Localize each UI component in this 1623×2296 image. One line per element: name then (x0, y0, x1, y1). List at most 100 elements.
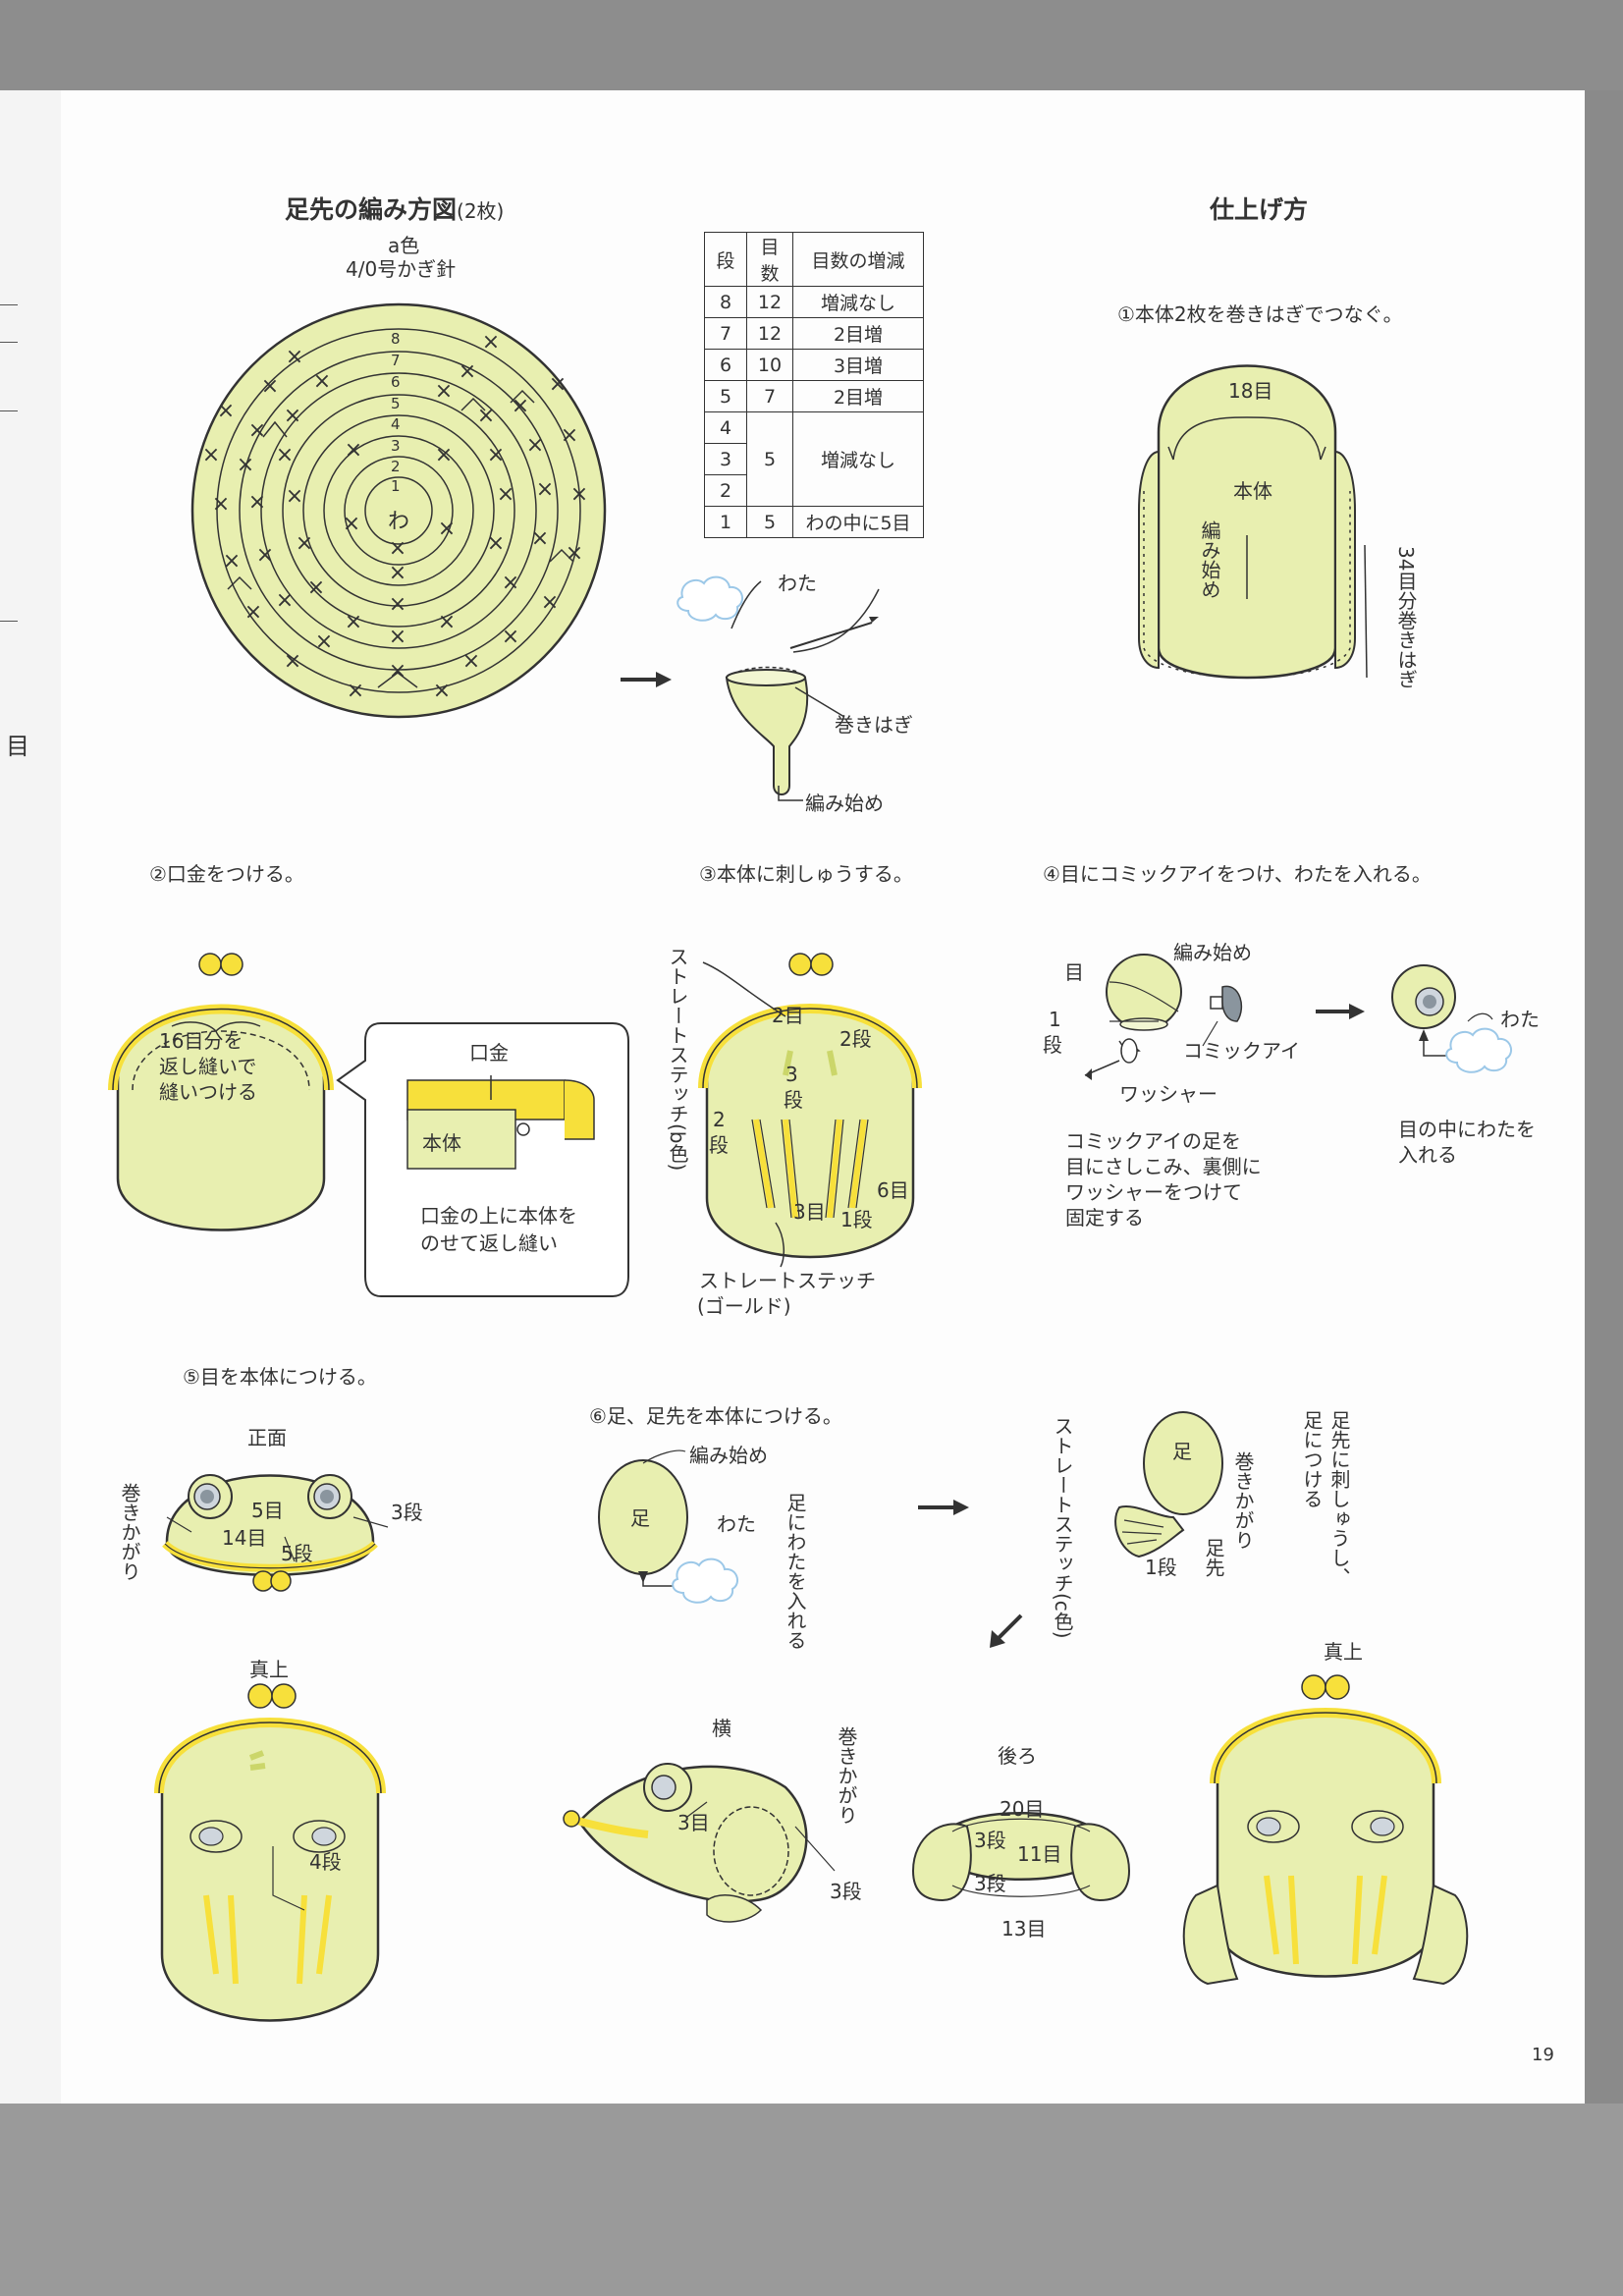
leg-start-label: 編み始め (689, 1444, 768, 1467)
embroidery-2dan-b-label: 段 (709, 1133, 729, 1157)
step4-desc2-line: 目の中にわたを (1398, 1118, 1536, 1141)
step4-desc2-line: 入れる (1398, 1143, 1457, 1167)
back-view-illustration (911, 1812, 1131, 1902)
step4-desc-line: ワッシャーをつけて (1065, 1180, 1242, 1204)
table-cell: 3 (704, 443, 747, 475)
top-label: 真上 (249, 1658, 289, 1681)
eye-start-label: 編み始め (1173, 941, 1252, 964)
step6-embroider-line: 足先に刺しゅうし、 (1327, 1410, 1351, 1587)
round-label: 3 (391, 437, 401, 455)
embroidery-illustration (698, 953, 922, 1268)
table-cell: 5 (704, 380, 747, 412)
back-13me-label: 13目 (1001, 1917, 1047, 1941)
svg-text:×: × (284, 649, 301, 674)
crochet-chart: ××× ××× ××× ××× ××× ××× ××× ××× ××× ××× … (190, 302, 607, 719)
table-cell: 7 (704, 317, 747, 350)
step2-title: ②口金をつける。 (149, 862, 304, 886)
step2-note-line: 返し縫いで (159, 1055, 257, 1078)
back-3dan-a-label: 3段 (974, 1829, 1006, 1852)
step2-caption-line: のせて返し縫い (420, 1231, 558, 1255)
front-label: 正面 (247, 1426, 287, 1449)
svg-text:×: × (284, 404, 301, 428)
svg-text:×: × (561, 423, 578, 448)
embroidery-2dan-b-label: 2 (713, 1108, 726, 1131)
embroidery-6me-label: 6目 (877, 1178, 909, 1202)
stitch-c-label: ストレートステッチ(c色) (1051, 1416, 1074, 1639)
washer-label: ワッシャー (1119, 1082, 1217, 1106)
chart-color: a色 (388, 234, 420, 257)
side-makikagari-label: 巻きかがり (835, 1726, 858, 1825)
comic-eye-illustration (1084, 954, 1513, 1080)
svg-text:×: × (248, 490, 266, 515)
table-row: 4 5 増減なし (704, 411, 924, 507)
round-label: 1 (391, 477, 401, 495)
chart-center-label: わ (388, 510, 409, 534)
scan-top-border (0, 0, 1623, 90)
svg-text:×: × (347, 679, 364, 703)
table-cell: 5 (746, 411, 793, 507)
round-count-table: 段 目数 目数の増減 8 12 増減なし 7 12 2目増 6 10 3目増 5… (704, 232, 924, 538)
svg-text:×: × (438, 610, 456, 634)
back-3dan-b-label: 3段 (974, 1872, 1006, 1895)
front-5me-label: 5目 (251, 1499, 284, 1522)
round-labels: 1 2 3 4 5 6 7 8 (391, 330, 401, 495)
svg-text:×: × (202, 443, 220, 467)
chart-title-text: 足先の編み方図 (285, 195, 458, 224)
svg-text:×: × (296, 531, 313, 556)
svg-text:×: × (256, 543, 274, 568)
step3-title: ③本体に刺しゅうする。 (699, 862, 913, 886)
leg-label-2: 足 (1172, 1440, 1192, 1463)
eye-label: 目 (1064, 960, 1084, 984)
table-row: 1 5 わの中に5目 (704, 506, 924, 538)
svg-text:×: × (549, 372, 567, 397)
step2-caption-line: 口金の上に本体を (420, 1204, 577, 1228)
svg-text:×: × (223, 549, 241, 574)
embroidery-1dan-label: 1段 (840, 1208, 873, 1231)
toe-illustration (676, 575, 880, 801)
finish-side-label: 34目分巻きはぎ (1394, 546, 1418, 689)
svg-text:×: × (217, 399, 235, 423)
top-view-illustration (154, 1683, 386, 2022)
top-4dan-label: 4段 (309, 1850, 342, 1874)
step5-title: ⑤目を本体につける。 (183, 1365, 377, 1389)
svg-text:×: × (497, 482, 514, 507)
step2-body-label: 本体 (422, 1131, 461, 1155)
chart-title: 足先の編み方図(2枚) (285, 191, 504, 226)
svg-text:×: × (477, 404, 495, 428)
chart-hook: 4/0号かぎ針 (346, 257, 457, 281)
front-3dan-label: 3段 (391, 1501, 423, 1524)
side-view-illustration (563, 1763, 836, 1923)
svg-text:×: × (487, 531, 505, 556)
table-cell: 10 (746, 349, 793, 381)
table-cell: 6 (704, 349, 747, 381)
svg-text:×: × (343, 512, 360, 536)
table-header: 段 (704, 232, 747, 287)
svg-text:×: × (248, 418, 266, 443)
step4-title: ④目にコミックアイをつけ、わたを入れる。 (1043, 862, 1432, 886)
back-11me-label: 11目 (1017, 1842, 1062, 1866)
scan-bottom-border (0, 2104, 1623, 2296)
finish-body-label: 本体 (1233, 479, 1272, 503)
front-view-illustration (162, 1474, 389, 1592)
chart-count: (2枚) (457, 199, 505, 223)
step1-title: ①本体2枚を巻きはぎでつなぐ。 (1117, 302, 1403, 326)
svg-text:×: × (286, 345, 303, 369)
svg-text:×: × (313, 369, 331, 394)
embroidery-3me-label: 3目 (793, 1200, 826, 1224)
svg-text:×: × (462, 649, 480, 674)
eye-dan-label: 段 (1043, 1033, 1062, 1057)
svg-text:×: × (459, 359, 476, 384)
svg-text:×: × (566, 541, 583, 566)
step4-desc-line: コミックアイの足を (1065, 1129, 1241, 1153)
svg-text:×: × (286, 484, 303, 509)
frame-purse-illustration (108, 953, 629, 1297)
final-top-view-illustration (1182, 1674, 1469, 1986)
embroidery-2me-label: 2目 (772, 1004, 804, 1027)
body-join-illustration (1138, 364, 1368, 680)
front-14me-label: 14目 (222, 1526, 267, 1550)
embroidery-2dan-label: 2段 (839, 1027, 872, 1051)
svg-text:×: × (389, 536, 406, 561)
final-top-label: 真上 (1324, 1640, 1363, 1664)
round-label: 2 (391, 458, 401, 475)
